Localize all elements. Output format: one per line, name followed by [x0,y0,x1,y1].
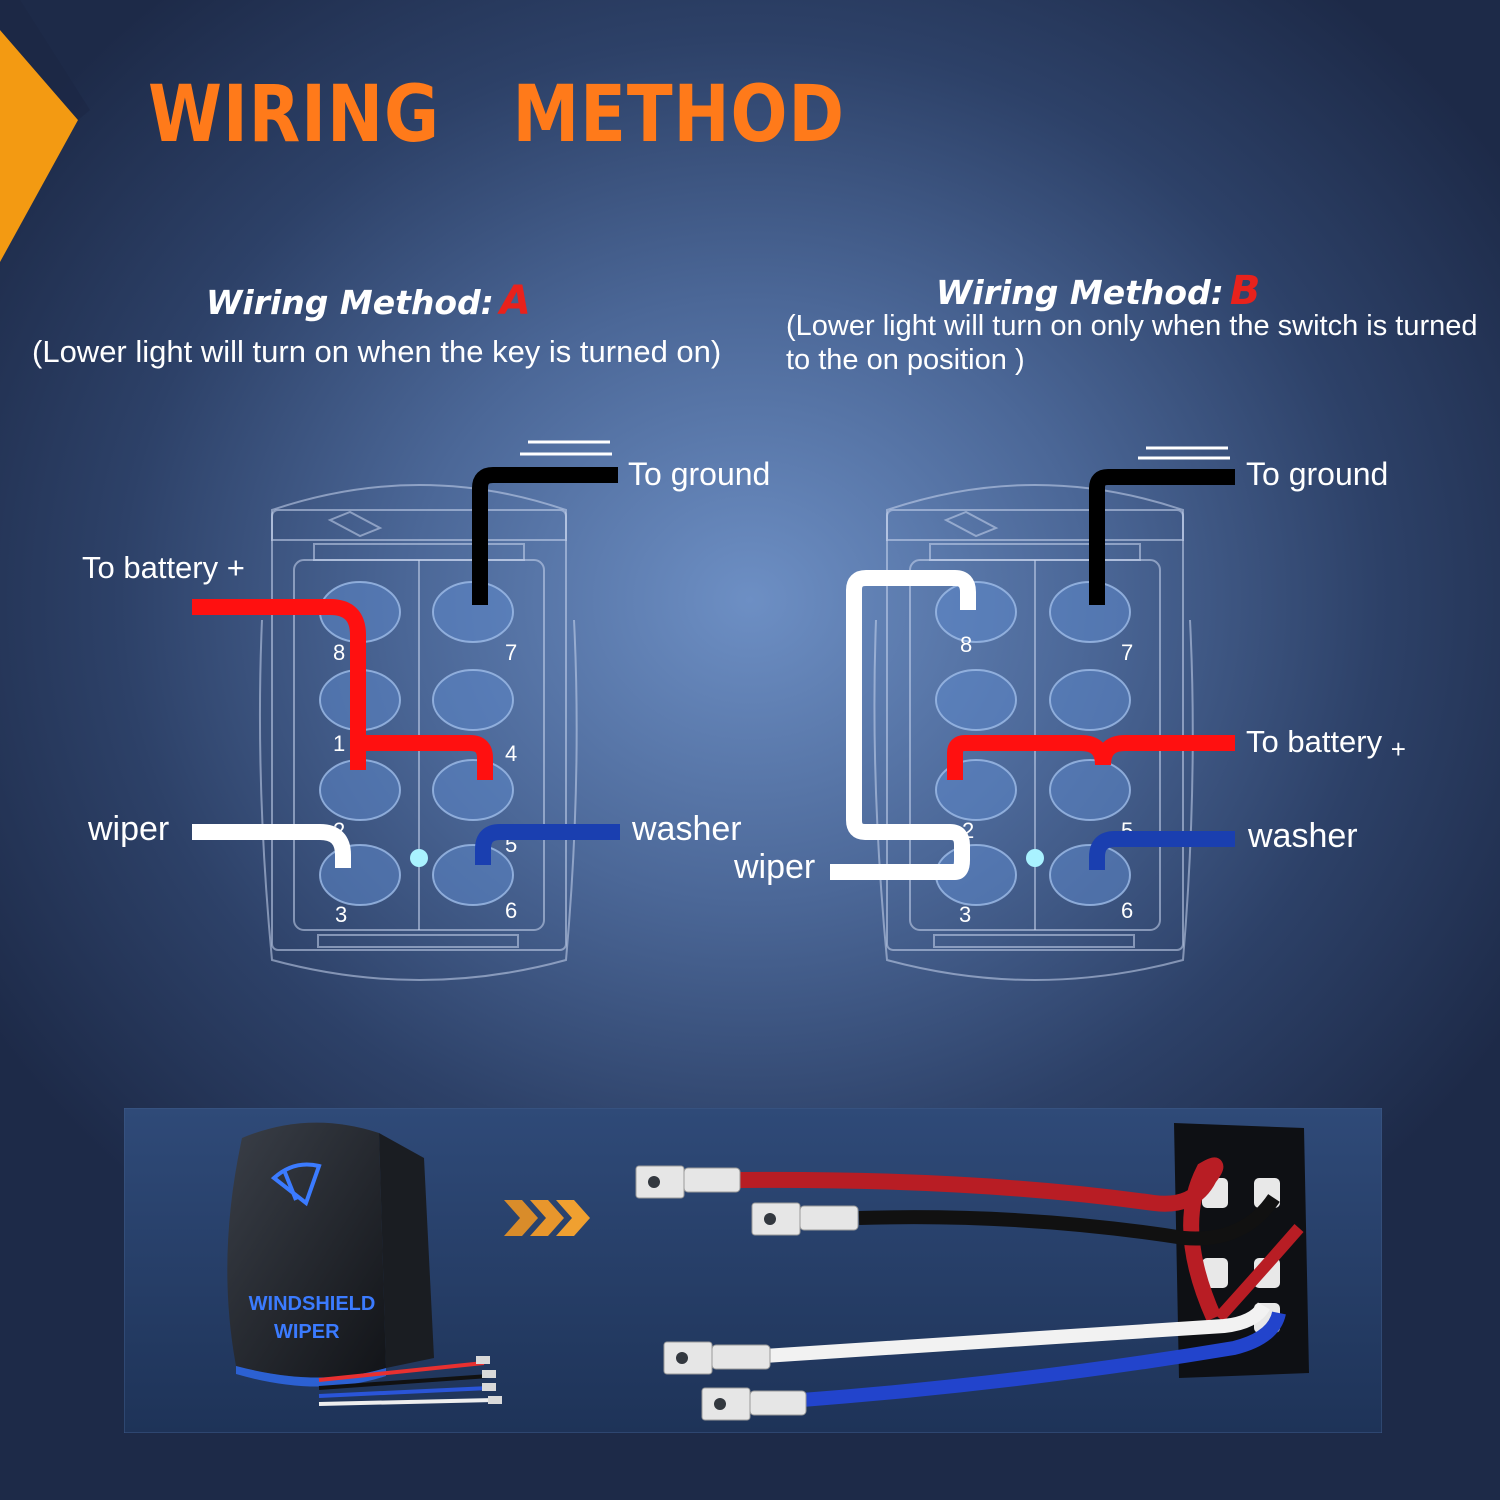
label-b-battery-text: To battery [1246,724,1383,759]
method-a-heading-text: Wiring Method: [206,283,494,322]
ground-wire-b [1089,469,1235,605]
method-b-heading-text: Wiring Method: [936,273,1224,312]
diagram-b: 8 7 2 5 3 6 [830,446,1235,981]
battery-wire-a [192,599,366,770]
label-a-ground: To ground [628,456,771,492]
label-a-wiper: wiper [88,810,170,848]
method-b-heading: Wiring Method:B [936,268,1260,314]
pin-a-7: 7 [505,640,517,665]
rocker-switch-product: WINDSHIELD WIPER [227,1122,502,1406]
pin-b-6: 6 [1121,898,1133,923]
pin-b-7: 7 [1121,640,1133,665]
ground-symbol-a [520,440,612,456]
pin-a-3: 3 [335,902,347,927]
method-b-description-line1: (Lower light will turn on only when the … [786,310,1478,342]
label-b-washer: washer [1248,817,1358,855]
pin-a-1: 1 [333,731,345,756]
label-a-washer: washer [632,810,742,848]
label-b-wiper: wiper [734,848,816,886]
label-b-battery: To battery + [1246,724,1406,765]
method-a-heading: Wiring Method:A [206,278,531,324]
triple-chevron-right-icon [504,1200,590,1236]
pin-b-3: 3 [959,902,971,927]
product-panel: WINDSHIELD WIPER [124,1108,1382,1433]
switch-back-with-wires [635,1123,1309,1421]
label-a-battery: To battery + [82,550,245,585]
switch-b-outline [873,484,1194,981]
pin-a-6: 6 [505,898,517,923]
corner-accent [0,0,90,262]
ground-wire-a [472,467,618,605]
method-a-letter: A [499,278,531,324]
washer-wire-a [475,824,620,865]
pin-a-8: 8 [333,640,345,665]
pin-a-4: 4 [505,741,517,766]
switch-a-outline [258,484,578,981]
method-b-letter: B [1229,268,1261,314]
switch-text-line1: WINDSHIELD [249,1293,376,1315]
page-title: WIRING METHOD [148,70,845,160]
method-b-description-line2: to the on position ) [786,344,1025,376]
pin-b-8: 8 [960,632,972,657]
battery-branch-a [358,735,493,780]
wiper-wire-b [830,570,976,880]
wiper-wire-a [192,824,351,868]
battery-wire-b [947,735,1235,780]
label-b-ground: To ground [1246,456,1389,492]
diagram-a: 8 7 1 4 2 5 3 6 [192,440,620,981]
method-a-description: (Lower light will turn on when the key i… [32,334,722,369]
switch-a-led-dot [410,849,428,867]
ground-symbol-b [1138,446,1230,460]
windshield-wiper-icon [270,1162,322,1207]
switch-b-led-dot [1026,849,1044,867]
switch-text-line2: WIPER [274,1321,340,1343]
label-b-battery-sign: + [1390,734,1406,764]
washer-wire-b [1089,831,1235,870]
